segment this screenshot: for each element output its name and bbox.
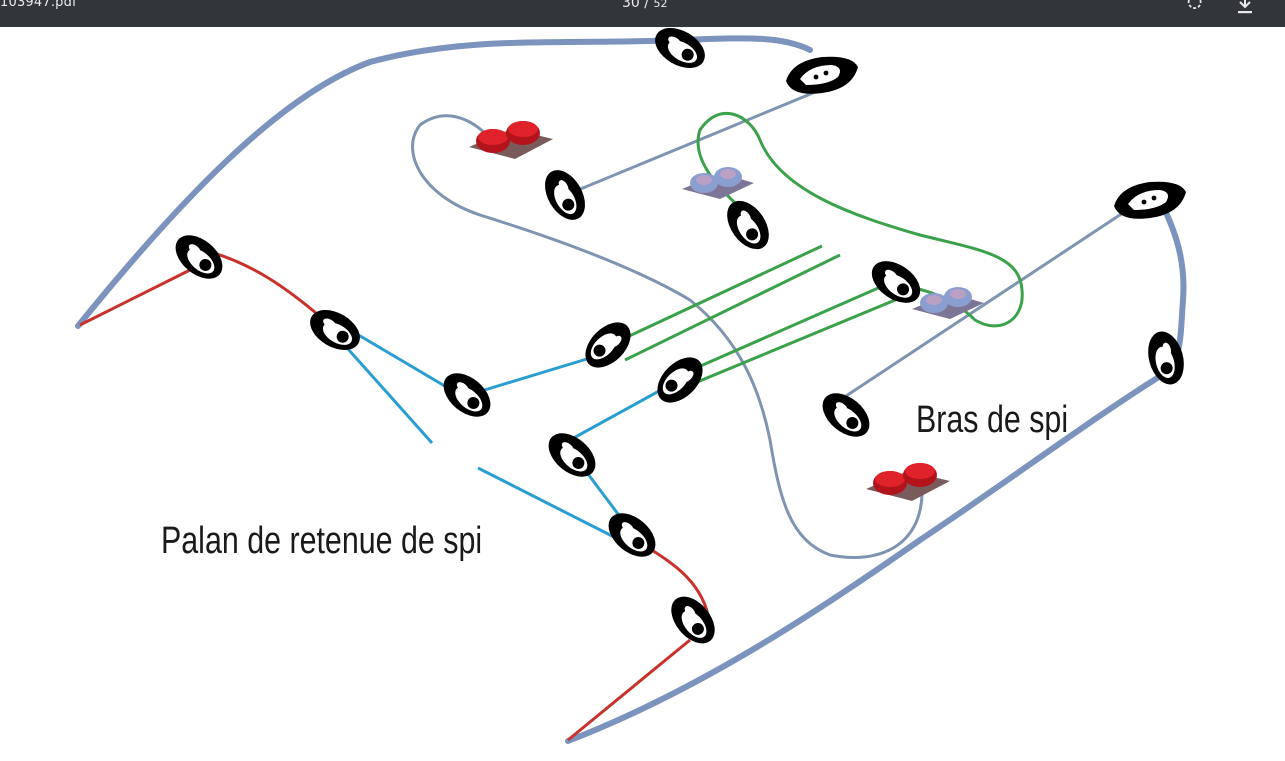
cyan-line-f bbox=[477, 466, 621, 542]
cyan-line-b bbox=[338, 339, 434, 444]
download-icon[interactable] bbox=[1233, 0, 1257, 18]
pulley-top bbox=[648, 27, 712, 77]
brace-line bbox=[839, 193, 1151, 402]
more-actions-icon[interactable] bbox=[1276, 0, 1285, 18]
pulley-center-1 bbox=[435, 364, 499, 426]
pulley-lower-2 bbox=[662, 588, 724, 652]
clutch-blue-right bbox=[912, 287, 984, 319]
clutch-blue-top bbox=[682, 167, 754, 199]
sheet-line-loop bbox=[411, 114, 924, 559]
page-separator: / bbox=[644, 0, 649, 11]
cyan-line-a bbox=[349, 328, 461, 397]
green-line-4 bbox=[689, 296, 901, 387]
green-line-1 bbox=[609, 244, 823, 347]
green-line-2 bbox=[624, 253, 841, 362]
clutch-red-bottom bbox=[866, 463, 950, 501]
file-title: 103947.pdf bbox=[0, 0, 77, 10]
pdf-page: Bras de spi Palan de retenue de spi bbox=[0, 27, 1285, 761]
pulley-left-1 bbox=[167, 226, 231, 288]
rigging-diagram bbox=[75, 27, 1190, 744]
page-number-input[interactable]: 30 bbox=[622, 0, 640, 11]
pulley-center-4 bbox=[540, 424, 604, 486]
hull-line-right bbox=[565, 197, 1187, 744]
cyan-line-c bbox=[477, 353, 601, 394]
fairlead-top bbox=[786, 56, 858, 94]
rotate-icon[interactable] bbox=[1183, 0, 1207, 18]
pdf-toolbar: 103947.pdf 30 / 52 bbox=[0, 0, 1285, 27]
label-bras-de-spi: Bras de spi bbox=[916, 399, 1069, 441]
cyan-line-d bbox=[569, 383, 671, 442]
fairlead-right bbox=[1114, 181, 1186, 219]
green-line-3 bbox=[679, 283, 886, 377]
clutch-red-top bbox=[469, 121, 553, 159]
pulley-right-mid bbox=[864, 252, 928, 312]
pulley-right-lower bbox=[814, 384, 878, 446]
hull-line-left bbox=[75, 35, 813, 329]
sheet-line-top bbox=[565, 88, 821, 197]
pulley-center-2 bbox=[576, 313, 640, 377]
green-loop bbox=[696, 111, 1024, 328]
page-indicator: 30 / 52 bbox=[622, 0, 667, 11]
page-total: 52 bbox=[653, 0, 668, 10]
pulley-mid-top bbox=[718, 193, 778, 257]
label-palan-de-retenue: Palan de retenue de spi bbox=[161, 520, 483, 562]
pulley-upper-mid bbox=[536, 163, 594, 227]
